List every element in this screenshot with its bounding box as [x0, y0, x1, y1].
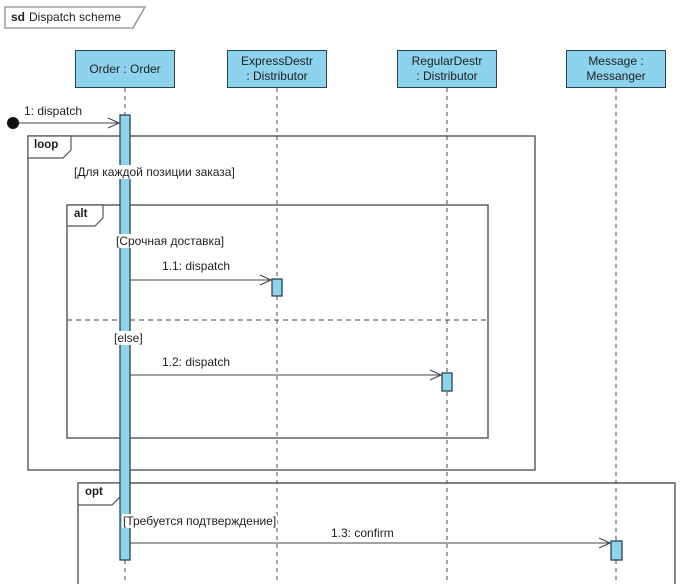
alt-guard-condition-1: [Срочная доставка]	[115, 234, 226, 248]
diagram-title-keyword: sd	[11, 10, 26, 24]
lifeline-head-express-destr: ExpressDestr : Distributor	[227, 50, 327, 88]
message-1-1-label: 1.1: dispatch	[161, 259, 232, 273]
opt-operator-label: opt	[85, 486, 103, 498]
message-1-arrowhead	[107, 117, 121, 129]
message-1-2-arrowhead	[429, 369, 443, 381]
alt-operator-pentagon	[66, 204, 104, 227]
lifeline-name-line: RegularDestr	[411, 54, 483, 68]
loop-fragment-frame	[27, 135, 536, 471]
opt-guard-condition: [Требуется подтверждение]	[122, 514, 278, 528]
lifeline-head-regular-destr: RegularDestr : Distributor	[397, 50, 497, 88]
message-1-label: 1: dispatch	[23, 104, 84, 118]
lifeline-head-order: Order : Order	[75, 50, 175, 88]
alt-fragment-frame	[66, 204, 489, 439]
opt-operator-pentagon	[77, 482, 121, 506]
message-1-3-label: 1.3: confirm	[330, 526, 395, 540]
lifeline-name-line: Order : Order	[89, 61, 161, 76]
regular-destr-activation-bar	[441, 372, 453, 392]
message-1-2-label: 1.2: dispatch	[161, 355, 232, 369]
loop-operator-label: loop	[34, 139, 59, 151]
message-1-3-arrowhead	[598, 537, 612, 549]
lifeline-name-line: Messanger	[586, 69, 646, 83]
message-1-1-arrowhead	[259, 274, 273, 286]
diagram-title-tab	[4, 6, 147, 29]
loop-guard-condition: [Для каждой позиции заказа]	[73, 165, 236, 179]
lifeline-name-line: ExpressDestr	[240, 54, 314, 68]
found-message-circle	[7, 117, 19, 129]
lifeline-name-line: : Distributor	[416, 69, 478, 83]
express-destr-activation-bar	[271, 278, 283, 297]
messanger-activation-bar	[610, 540, 623, 561]
diagram-title-name: Dispatch scheme	[29, 10, 122, 24]
lifeline-name-line: : Distributor	[246, 69, 308, 83]
alt-guard-condition-else: [else]	[113, 331, 144, 345]
lifeline-head-messanger: Message : Messanger	[566, 50, 666, 88]
opt-fragment-frame	[77, 482, 676, 584]
alt-operator-label: alt	[74, 208, 88, 220]
lifeline-name-line: Message :	[588, 54, 644, 68]
loop-operator-pentagon	[27, 135, 72, 159]
